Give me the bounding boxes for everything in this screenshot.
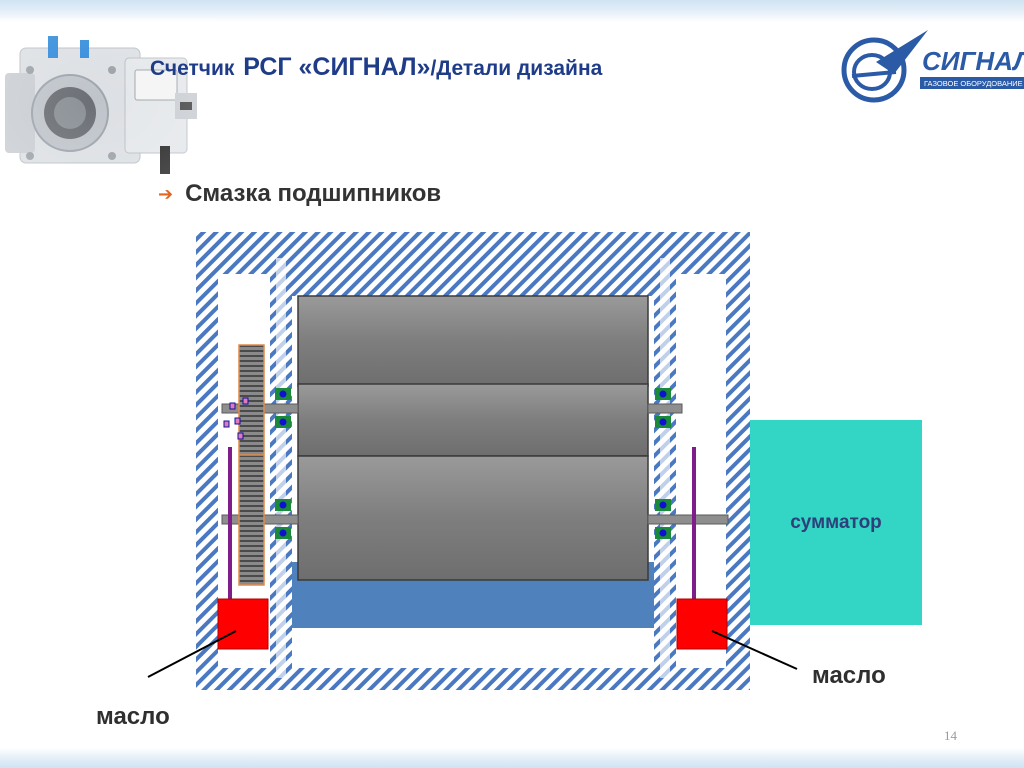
page-number: 14 [944,728,957,743]
leader-line-left [147,630,237,678]
oil-reservoir-left [217,598,269,650]
rotor-middle [297,383,649,457]
summator-box [750,420,922,625]
top-frost-border [0,0,1024,22]
rotor-bottom [297,455,649,581]
bottom-frost-border [0,748,1024,768]
bullet-item: ➔ Смазка подшипников [158,180,441,208]
oil-label-left: масло [96,703,170,730]
rotors [297,295,649,581]
signal-logo: СИГНАЛ ГАЗОВОЕ ОБОРУДОВАНИЕ [841,30,1024,103]
logo-tagline: ГАЗОВОЕ ОБОРУДОВАНИЕ [924,79,1023,88]
arrow-right-icon: ➔ [158,183,174,204]
oil-label-right: масло [812,662,886,689]
bullet-text: Смазка подшипников [185,180,442,207]
oil-wick-left [228,447,232,607]
title-prefix: Счетчик [150,57,235,80]
meter-photo [0,18,215,183]
slide-title: Счетчик РСГ «СИГНАЛ»/Детали дизайна [150,46,602,83]
oil-droplets [223,397,249,440]
oil-wick-right [692,447,696,607]
timing-gears [238,344,265,586]
summator-label: сумматор [790,512,882,533]
leader-line-right [711,630,798,670]
bearings [275,388,671,539]
oil-reservoir-right [676,598,728,650]
title-suffix: /Детали дизайна [430,57,603,80]
logo-name: СИГНАЛ [922,46,1024,76]
title-main: РСГ «СИГНАЛ» [243,53,431,81]
rotor-top [297,295,649,387]
